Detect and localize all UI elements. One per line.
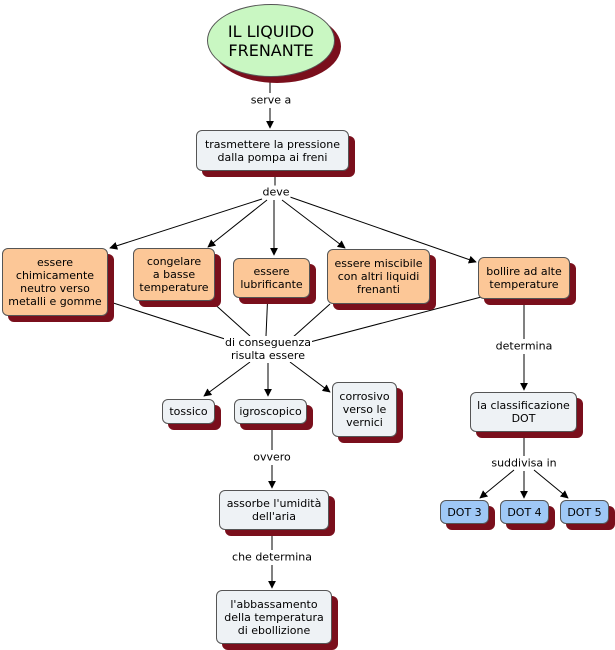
node-corrosivo-line2: verso le xyxy=(342,403,387,416)
node-igroscopico-label: igroscopico xyxy=(239,405,302,418)
link-bollire-conseguenza xyxy=(309,295,486,343)
node-corrosivo-line1: corrosivo xyxy=(339,390,390,403)
node-assorbe-umidita[interactable]: assorbe l'umidità dell'aria xyxy=(219,490,329,530)
node-abbassamento[interactable]: l'abbassamento della temperatura di ebol… xyxy=(216,590,332,644)
title-node[interactable]: IL LIQUIDO FRENANTE xyxy=(207,4,335,77)
node-tossico[interactable]: tossico xyxy=(162,399,215,424)
link-label-ovvero: ovvero xyxy=(252,450,292,464)
node-trasmettere-line1: trasmettere la pressione xyxy=(204,137,341,151)
node-igroscopico[interactable]: igroscopico xyxy=(234,399,307,424)
node-chimico-line2: chimicamente xyxy=(15,269,95,282)
link-deve-congelare xyxy=(207,199,268,248)
link-deve-bollire xyxy=(289,196,477,264)
node-classificazione-dot[interactable]: la classificazione DOT xyxy=(470,392,577,432)
node-corrosivo[interactable]: corrosivo verso le vernici xyxy=(332,382,397,437)
node-lubrificante-line1: essere xyxy=(253,265,290,278)
title-line1: IL LIQUIDO xyxy=(227,21,315,41)
title-line2: FRENANTE xyxy=(228,40,314,60)
node-bollire-line2: temperature xyxy=(489,278,559,291)
node-lubrificante[interactable]: essere lubrificante xyxy=(233,258,310,298)
node-dot4-label: DOT 4 xyxy=(507,505,542,519)
node-abbassamento-line1: l'abbassamento xyxy=(230,597,318,611)
link-conseguenza-tossico xyxy=(203,361,251,397)
node-abbassamento-line3: di ebollizione xyxy=(237,623,311,637)
link-suddivisa-dot5 xyxy=(533,469,569,499)
link-label-serve-a: serve a xyxy=(249,93,293,107)
node-dot5-label: DOT 5 xyxy=(567,505,602,519)
link-deve-miscibile xyxy=(281,199,346,249)
node-dot4[interactable]: DOT 4 xyxy=(500,500,549,524)
node-miscibile[interactable]: essere miscibile con altri liquidi frena… xyxy=(327,249,430,304)
link-deve-chimico xyxy=(109,198,263,250)
node-chimico-line4: metalli e gomme xyxy=(8,295,102,308)
link-label-determina: determina xyxy=(494,339,554,353)
link-label-conseguenza-line1: di conseguenza xyxy=(225,336,311,349)
link-label-che-determina: che determina xyxy=(231,550,313,564)
link-label-conseguenza: di conseguenza risulta essere xyxy=(224,336,312,362)
node-dot3[interactable]: DOT 3 xyxy=(440,500,489,524)
node-congelare[interactable]: congelare a basse temperature xyxy=(133,248,215,301)
node-lubrificante-line2: lubrificante xyxy=(240,278,303,291)
node-chimico-line3: neutro verso xyxy=(20,282,90,295)
link-label-suddivisa-in: suddivisa in xyxy=(490,456,558,470)
node-chimico-line1: essere xyxy=(36,256,74,269)
node-assorbe-line1: assorbe l'umidità xyxy=(226,497,322,510)
link-chimico-conseguenza xyxy=(103,299,229,341)
node-corrosivo-line3: vernici xyxy=(346,416,383,429)
node-miscibile-line3: frenanti xyxy=(357,283,400,296)
node-classificazione-line1: la classificazione xyxy=(477,399,570,412)
node-bollire[interactable]: bollire ad alte temperature xyxy=(478,257,570,299)
node-bollire-line1: bollire ad alte xyxy=(486,265,562,278)
link-conseguenza-corrosivo xyxy=(289,361,331,393)
node-trasmettere[interactable]: trasmettere la pressione dalla pompa ai … xyxy=(196,130,349,171)
node-dot5[interactable]: DOT 5 xyxy=(560,500,609,524)
node-congelare-line3: temperature xyxy=(139,281,209,294)
node-assorbe-line2: dell'aria xyxy=(252,510,296,523)
node-congelare-line2: a basse xyxy=(152,268,196,281)
node-classificazione-line2: DOT xyxy=(511,412,536,425)
node-miscibile-line2: con altri liquidi xyxy=(337,270,420,283)
node-tossico-label: tossico xyxy=(169,405,208,418)
node-abbassamento-line2: della temperatura xyxy=(224,610,324,624)
link-congelare-conseguenza xyxy=(209,299,251,337)
node-congelare-line1: congelare xyxy=(146,255,202,268)
link-label-deve: deve xyxy=(261,185,291,199)
link-suddivisa-dot3 xyxy=(479,469,515,499)
node-chimicamente-neutro[interactable]: essere chimicamente neutro verso metalli… xyxy=(2,248,108,316)
link-miscibile-conseguenza xyxy=(291,303,331,339)
node-miscibile-line1: essere miscibile xyxy=(334,257,423,270)
node-dot3-label: DOT 3 xyxy=(447,505,482,519)
link-label-conseguenza-line2: risulta essere xyxy=(231,349,305,362)
node-trasmettere-line2: dalla pompa ai freni xyxy=(217,150,328,164)
